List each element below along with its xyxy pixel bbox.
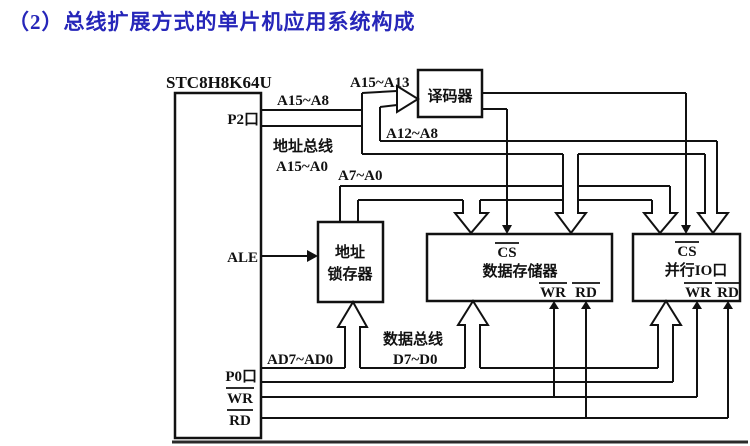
decoder-box (416, 68, 484, 119)
label-a15-a13: A15~A13 (350, 75, 409, 91)
label-a15-a8: A15~A8 (277, 93, 329, 109)
rd-arrow-io (723, 301, 733, 309)
io-box (631, 232, 742, 303)
io-label: 并行IO口 (665, 261, 728, 279)
label-a15-a0: A15~A0 (276, 159, 328, 175)
label-a12-a8: A12~A8 (386, 126, 438, 142)
memory-rd-label: RD (575, 285, 597, 301)
label-d7-d0: D7~D0 (393, 352, 437, 368)
addr-arrow-io-2 (696, 141, 730, 235)
wr-arrow-memory (549, 301, 559, 309)
data-arrow-io (649, 299, 683, 382)
io-cs-label: CS (677, 244, 696, 260)
label-a7-a0: A7~A0 (338, 168, 382, 184)
latch-label-1: 地址 (335, 243, 365, 261)
rd-arrow-memory (581, 301, 591, 309)
data-arrow-latch (336, 300, 369, 368)
mcu-name: STC8H8K64U (166, 73, 272, 92)
io-rd-label: RD (717, 285, 739, 301)
mcu-box (173, 91, 263, 440)
memory-label: 数据存储器 (482, 262, 558, 280)
mcu-pin-wr: WR (227, 391, 253, 407)
decoder-label: 译码器 (427, 88, 473, 105)
memory-box (425, 232, 614, 303)
wr-arrow-io (692, 301, 702, 309)
addr-arrow-io-1 (641, 186, 680, 235)
label-addr-bus: 地址总线 (273, 137, 333, 155)
latch-label-2: 锁存器 (327, 265, 373, 283)
slide-title: （2）总线扩展方式的单片机应用系统构成 (8, 10, 416, 34)
memory-wr-label: WR (540, 285, 566, 301)
addr-arrow-memory-1 (452, 200, 491, 235)
decoder-input-arrow (396, 84, 420, 114)
io-wr-label: WR (685, 285, 711, 301)
cs-arrow-io (681, 225, 691, 234)
mcu-pin-p2: P2口 (227, 112, 259, 128)
mcu-pin-p0: P0口 (225, 369, 257, 385)
addr-arrow-memory-2 (554, 154, 588, 235)
cs-arrow-memory (502, 225, 512, 234)
label-ad7-ad0: AD7~AD0 (267, 352, 333, 368)
label-data-bus: 数据总线 (383, 330, 443, 348)
mcu-pin-rd: RD (229, 413, 251, 429)
mcu-pin-ale: ALE (227, 250, 258, 266)
ale-arrow (307, 250, 318, 262)
latch-box (316, 220, 385, 304)
data-arrow-memory (456, 299, 490, 368)
memory-cs-label: CS (497, 245, 516, 261)
